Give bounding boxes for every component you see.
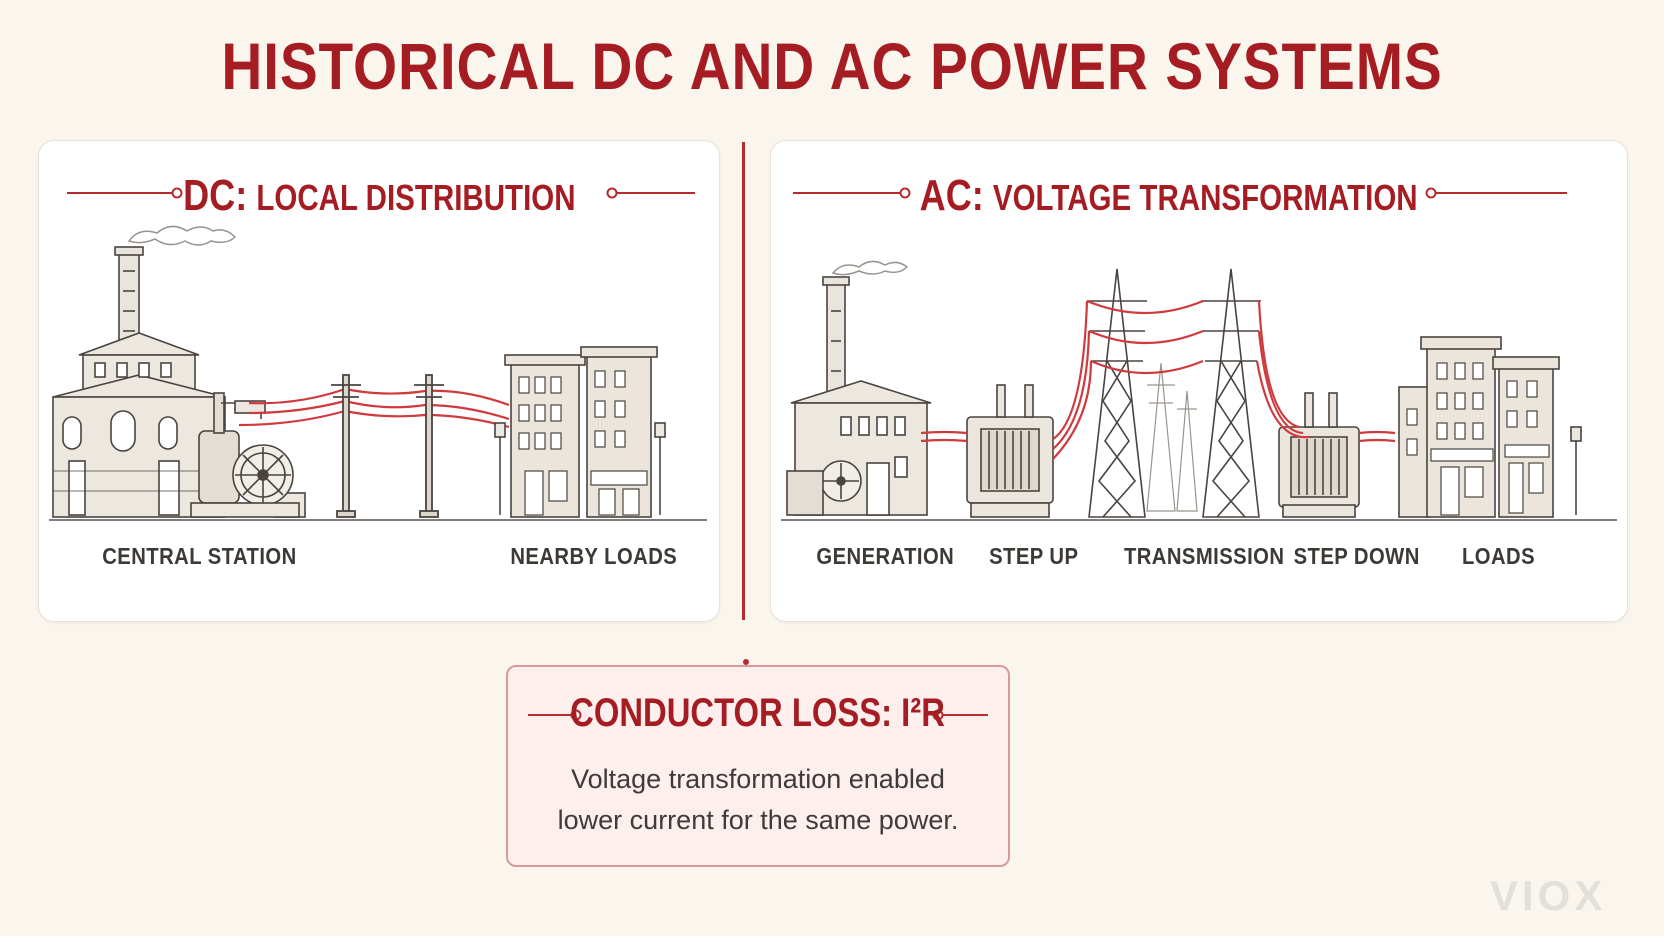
step-up-transformer-icon xyxy=(966,384,1054,518)
loss-text-line-1: Voltage transformation enabled xyxy=(571,764,945,794)
conductor-loss-box: CONDUCTOR LOSS: I²R Voltage transformati… xyxy=(506,665,1010,867)
ac-label-step-down: STEP DOWN xyxy=(1293,543,1420,569)
ac-panel-title: AC: VOLTAGE TRANSFORMATION xyxy=(741,171,1597,221)
steam-engine-icon xyxy=(190,392,306,518)
generation-building-icon xyxy=(786,380,932,516)
ac-title-lead: AC: xyxy=(920,171,985,220)
dc-title-rest: LOCAL DISTRIBUTION xyxy=(256,177,576,218)
dc-panel-title: DC: LOCAL DISTRIBUTION xyxy=(39,171,719,221)
smoke-icon xyxy=(831,260,909,276)
ac-label-generation: GENERATION xyxy=(816,543,955,569)
dc-illustration xyxy=(49,225,707,521)
ac-wires xyxy=(920,299,1396,460)
ac-header-rule xyxy=(793,187,1567,199)
dc-label-nearby-loads: NEARBY LOADS xyxy=(510,543,678,569)
dc-panel: DC: LOCAL DISTRIBUTION xyxy=(38,140,720,622)
street-lamp-icon xyxy=(494,422,666,515)
loss-text-line-2: lower current for the same power. xyxy=(557,805,959,835)
building-windows xyxy=(1406,362,1550,516)
dc-label-central-station: CENTRAL STATION xyxy=(102,543,297,569)
conductor-loss-description: Voltage transformation enabled lower cur… xyxy=(528,759,988,841)
ac-illustration xyxy=(781,260,1617,521)
panel-divider xyxy=(742,142,745,620)
ac-label-transmission: TRANSMISSION xyxy=(1123,543,1285,569)
chimney-icon xyxy=(822,276,850,404)
conductor-loss-title: CONDUCTOR LOSS: I²R xyxy=(508,691,1008,736)
central-station-building-icon xyxy=(52,332,226,518)
dc-panel-header: DC: LOCAL DISTRIBUTION xyxy=(39,163,719,223)
utility-pole-icon xyxy=(331,374,444,518)
page-title: HISTORICAL DC AND AC POWER SYSTEMS xyxy=(221,29,1443,103)
ac-label-loads: LOADS xyxy=(1461,543,1536,569)
conductor-loss-title-text: CONDUCTOR LOSS: I²R xyxy=(570,691,946,735)
viox-watermark-logo: VIOX xyxy=(1490,872,1607,919)
building-windows xyxy=(518,370,648,516)
dc-header-rule xyxy=(67,187,695,199)
dc-title-lead: DC: xyxy=(182,171,247,220)
ac-label-step-up: STEP UP xyxy=(989,543,1079,569)
chimney-icon xyxy=(114,246,144,354)
loss-header-rule xyxy=(528,709,988,721)
connector-dot xyxy=(743,659,749,665)
street-lamp-icon xyxy=(1570,426,1582,515)
dc-wires xyxy=(238,387,510,429)
smoke-icon xyxy=(127,225,237,246)
ac-panel: AC: VOLTAGE TRANSFORMATION xyxy=(770,140,1628,622)
ac-panel-header: AC: VOLTAGE TRANSFORMATION xyxy=(771,163,1627,223)
transmission-tower-icon xyxy=(1087,268,1261,518)
step-down-transformer-icon xyxy=(1278,392,1360,518)
ac-title-rest: VOLTAGE TRANSFORMATION xyxy=(993,177,1418,218)
distant-tower-icon xyxy=(1146,362,1198,512)
